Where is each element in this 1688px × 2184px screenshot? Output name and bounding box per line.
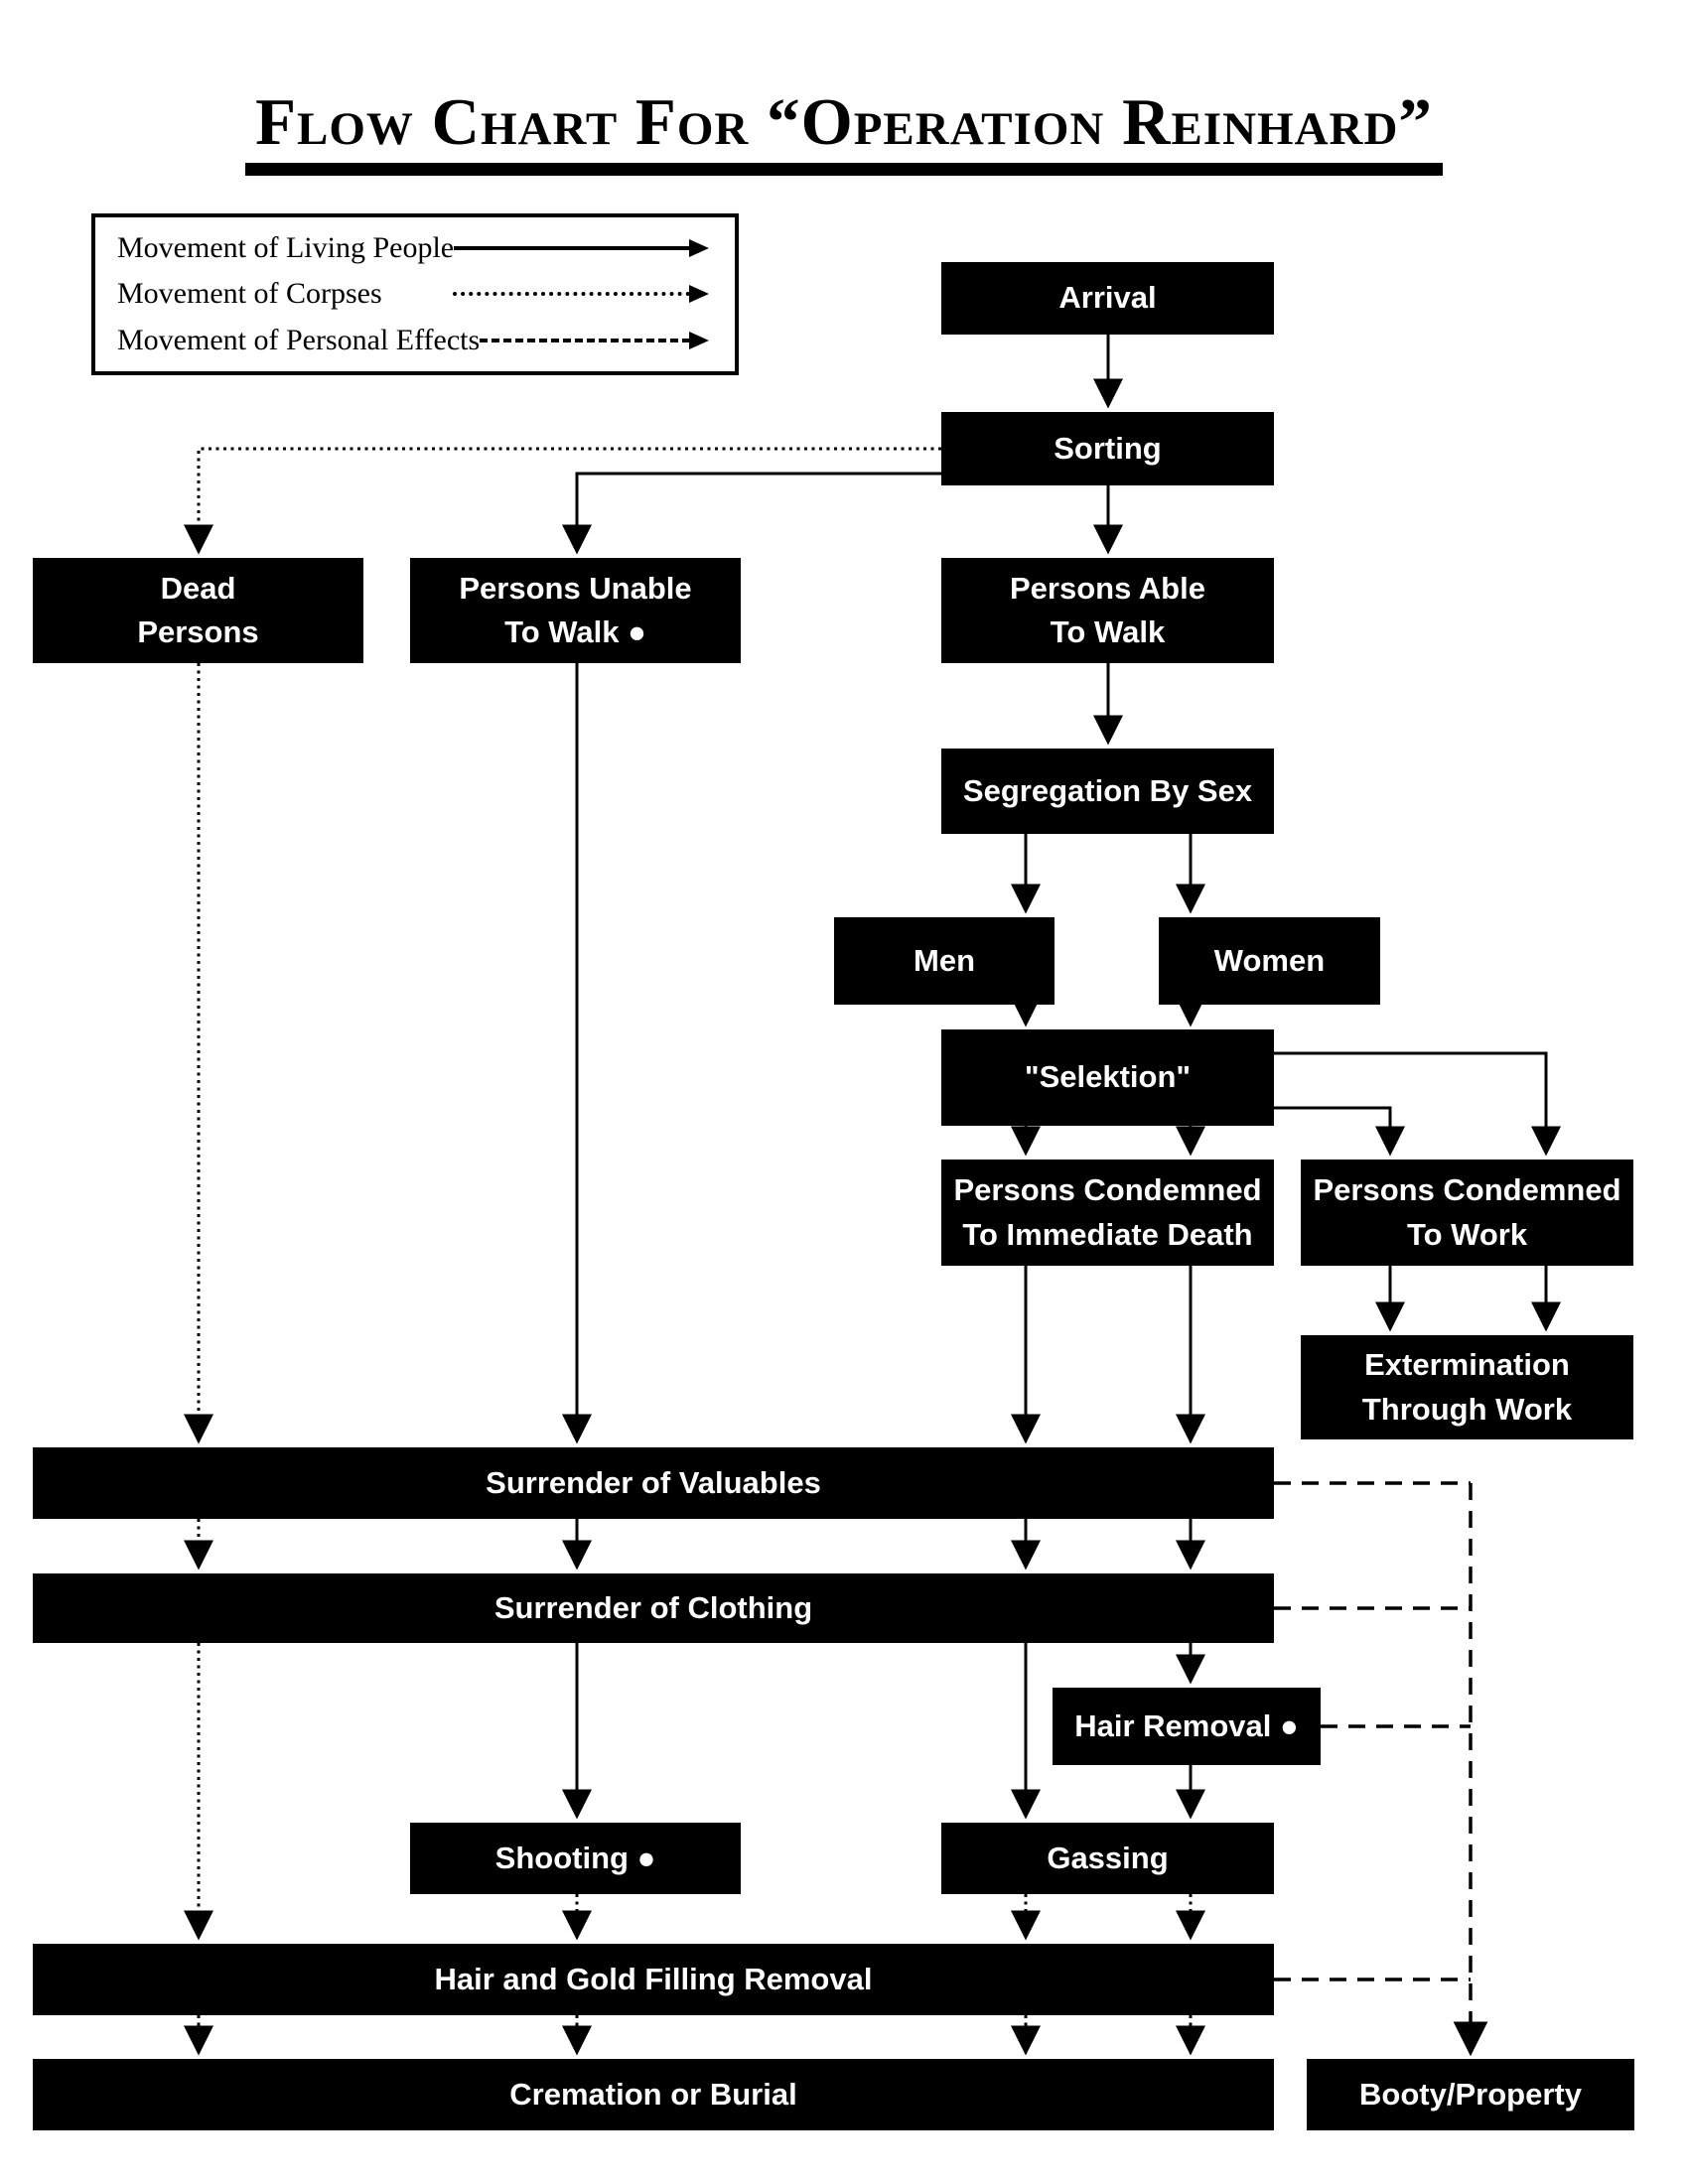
legend-label: Movement of Corpses <box>117 277 382 311</box>
arrowhead-icon <box>689 331 709 349</box>
dotted-line <box>453 292 690 297</box>
node-men: Men <box>834 917 1055 1005</box>
node-surrender-of-clothing: Surrender of Clothing <box>33 1573 1274 1643</box>
node-women: Women <box>1159 917 1380 1005</box>
legend: Movement of Living People Movement of Co… <box>91 213 739 375</box>
dashed-line <box>480 338 690 342</box>
title-container: Flow Chart For “Operation Reinhard” <box>0 87 1688 177</box>
legend-item-living-people: Movement of Living People <box>117 231 709 265</box>
solid-line <box>454 246 690 251</box>
node-extermination-through-work: Extermination Through Work <box>1301 1335 1633 1439</box>
node-condemned-to-work: Persons Condemned To Work <box>1301 1160 1633 1266</box>
dashed-arrow-icon <box>480 331 709 349</box>
legend-label: Movement of Personal Effects <box>117 323 481 356</box>
node-persons-unable-to-walk: Persons Unable To Walk ● <box>410 558 741 663</box>
node-cremation-or-burial: Cremation or Burial <box>33 2059 1274 2130</box>
node-selektion: "Selektion" <box>941 1029 1274 1126</box>
node-shooting: Shooting ● <box>410 1823 741 1894</box>
node-persons-able-to-walk: Persons Able To Walk <box>941 558 1274 663</box>
node-sorting: Sorting <box>941 412 1274 485</box>
node-arrival: Arrival <box>941 262 1274 335</box>
node-dead-persons: Dead Persons <box>33 558 363 663</box>
dotted-arrow-icon <box>453 285 709 304</box>
node-surrender-of-valuables: Surrender of Valuables <box>33 1447 1274 1519</box>
node-condemned-to-immediate-death: Persons Condemned To Immediate Death <box>941 1160 1274 1266</box>
solid-arrow-icon <box>454 239 709 258</box>
legend-item-corpses: Movement of Corpses <box>117 277 709 311</box>
page-title: Flow Chart For “Operation Reinhard” <box>245 87 1443 177</box>
arrowhead-icon <box>689 285 709 304</box>
node-booty-property: Booty/Property <box>1307 2059 1634 2130</box>
legend-item-personal-effects: Movement of Personal Effects <box>117 324 709 357</box>
legend-label: Movement of Living People <box>117 231 455 265</box>
arrowhead-icon <box>689 239 709 258</box>
node-hair-removal: Hair Removal ● <box>1053 1688 1321 1765</box>
node-gassing: Gassing <box>941 1823 1274 1894</box>
node-segregation-by-sex: Segregation By Sex <box>941 749 1274 834</box>
node-hair-and-gold-filling-removal: Hair and Gold Filling Removal <box>33 1944 1274 2015</box>
